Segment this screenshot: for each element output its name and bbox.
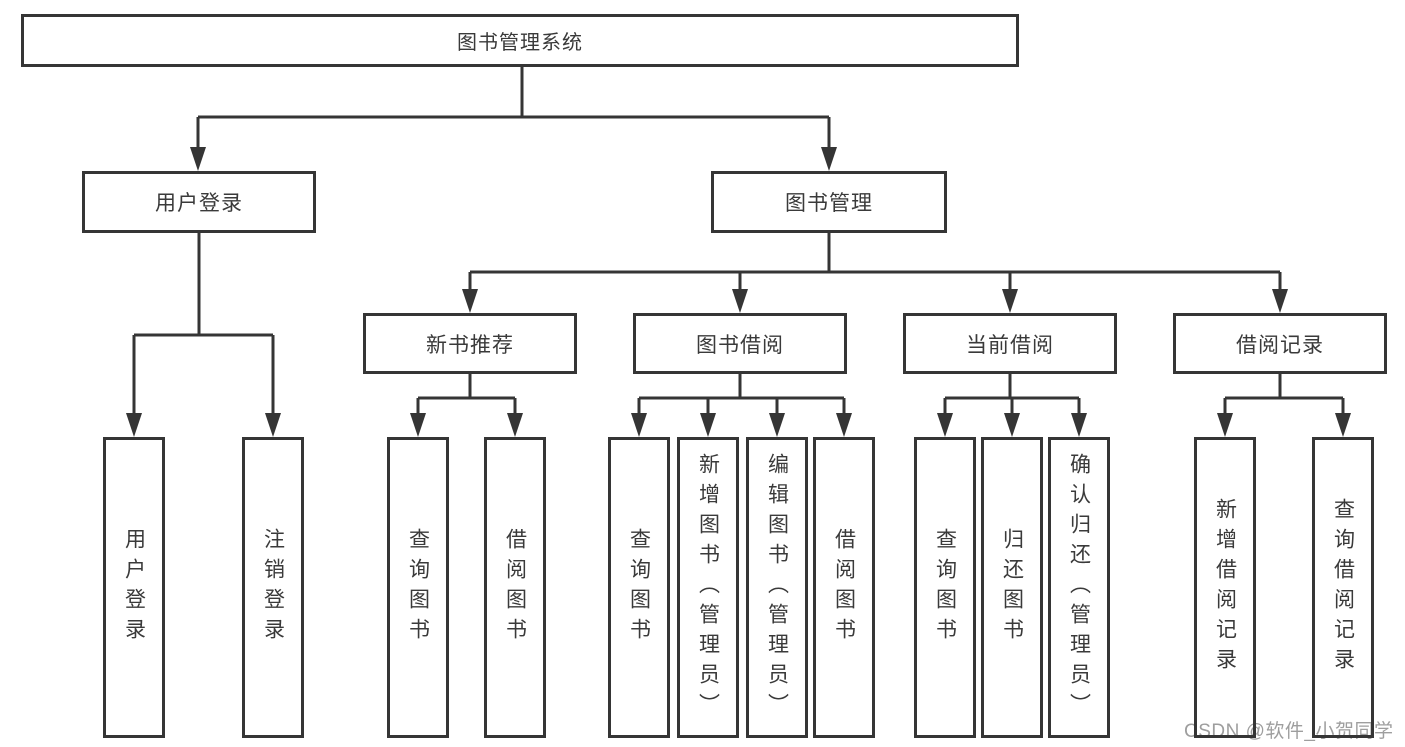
leaf-label: 查询图书	[933, 527, 957, 648]
leaf-query-books: 查询图书	[914, 437, 976, 738]
leaf-user-login: 用户登录	[103, 437, 165, 738]
node-root: 图书管理系统	[21, 14, 1019, 67]
node-book-borrowing: 图书借阅	[633, 313, 847, 374]
node-label: 用户登录	[155, 192, 243, 215]
leaf-label: 借阅图书	[832, 527, 856, 648]
leaf-label: 注销登录	[261, 527, 285, 648]
node-label: 当前借阅	[966, 333, 1054, 357]
node-root-label: 图书管理系统	[457, 32, 583, 54]
leaf-label: 编辑图书（管理员）	[765, 452, 789, 723]
leaf-query-borrow-record: 查询借阅记录	[1312, 437, 1374, 738]
leaf-query-books: 查询图书	[608, 437, 670, 738]
leaf-add-book-admin: 新增图书（管理员）	[677, 437, 739, 738]
leaf-label: 查询借阅记录	[1331, 497, 1355, 678]
node-label: 图书借阅	[696, 333, 784, 357]
node-label: 图书管理	[785, 192, 873, 215]
leaf-borrow-books: 借阅图书	[484, 437, 546, 738]
node-user-login: 用户登录	[82, 171, 316, 233]
node-label: 借阅记录	[1236, 333, 1324, 357]
leaf-return-books: 归还图书	[981, 437, 1043, 738]
leaf-confirm-return-admin: 确认归还（管理员）	[1048, 437, 1110, 738]
leaf-label: 确认归还（管理员）	[1067, 452, 1091, 723]
leaf-label: 新增图书（管理员）	[696, 452, 720, 723]
leaf-borrow-books: 借阅图书	[813, 437, 875, 738]
leaf-label: 归还图书	[1000, 527, 1024, 648]
arrowheads	[126, 147, 1351, 437]
leaf-label: 新增借阅记录	[1213, 497, 1237, 678]
leaf-label: 借阅图书	[503, 527, 527, 648]
csdn-watermark: CSDN @软件_小贺同学	[1184, 721, 1394, 742]
leaf-query-books: 查询图书	[387, 437, 449, 738]
node-label: 新书推荐	[426, 333, 514, 357]
node-book-management: 图书管理	[711, 171, 947, 233]
node-current-borrowing: 当前借阅	[903, 313, 1117, 374]
leaf-label: 查询图书	[406, 527, 430, 648]
node-new-book-recommendation: 新书推荐	[363, 313, 577, 374]
leaf-logout: 注销登录	[242, 437, 304, 738]
leaf-label: 用户登录	[122, 527, 146, 648]
leaf-add-borrow-record: 新增借阅记录	[1194, 437, 1256, 738]
node-borrowing-records: 借阅记录	[1173, 313, 1387, 374]
tree-edges	[132, 67, 1345, 415]
leaf-label: 查询图书	[627, 527, 651, 648]
leaf-edit-book-admin: 编辑图书（管理员）	[746, 437, 808, 738]
